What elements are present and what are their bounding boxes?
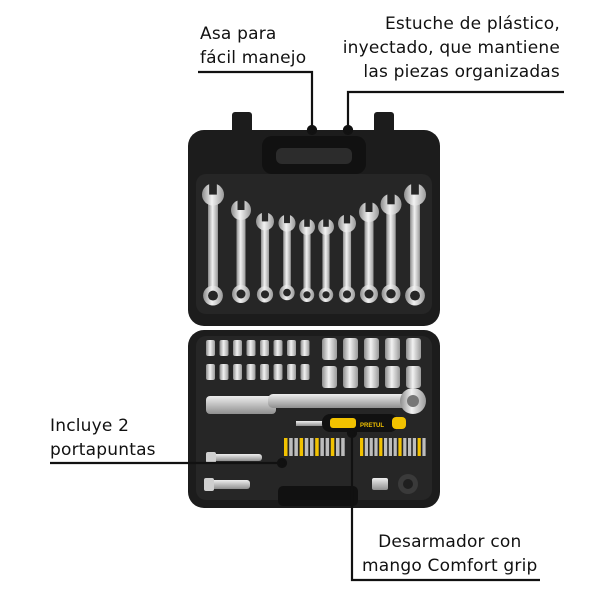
bit: [284, 438, 288, 456]
bit: [388, 438, 392, 456]
small-socket: [206, 364, 215, 380]
bit: [341, 438, 345, 456]
callout-handle-line2: fácil manejo: [200, 48, 307, 68]
wrench-4: [278, 212, 296, 301]
screwdriver: PRETUL: [296, 414, 406, 432]
small-socket: [219, 364, 229, 380]
small-socket: [206, 340, 215, 356]
bit-holders: [204, 452, 262, 491]
bit: [379, 438, 383, 456]
combination-wrenches: [202, 181, 426, 306]
wrench-9: [380, 191, 402, 304]
callout-case: Estuche de plástico, inyectado, que mant…: [343, 12, 560, 84]
bit: [412, 438, 416, 456]
leader-screwdriver: [350, 433, 540, 582]
callout-handle: Asa para fácil manejo: [200, 22, 306, 70]
small-socket: [219, 340, 229, 356]
ratchet-wrench: [206, 388, 426, 414]
callout-handle-line1: Asa para: [200, 24, 277, 44]
bit: [299, 438, 304, 456]
small-socket: [300, 364, 310, 380]
small-socket: [273, 340, 283, 356]
bit: [422, 438, 426, 456]
callout-screwdriver-line1: Desarmador con: [378, 532, 522, 552]
wrench-5: [299, 217, 315, 302]
large-sockets: [322, 338, 421, 388]
callout-bit-holders-line1: Incluye 2: [50, 416, 130, 436]
large-socket: [385, 366, 400, 388]
leader-lines: [50, 70, 564, 582]
screwdriver-brand-text: PRETUL: [360, 423, 384, 429]
small-socket: [233, 364, 242, 380]
large-socket: [322, 338, 337, 360]
bit: [364, 438, 368, 456]
small-socket: [246, 340, 256, 356]
large-socket: [385, 338, 400, 360]
wrench-6: [318, 217, 334, 302]
wrench-2: [231, 198, 251, 303]
small-socket: [260, 364, 269, 380]
callout-case-line2: inyectado, que mantiene: [342, 38, 560, 58]
bit: [294, 438, 298, 456]
small-socket: [300, 340, 310, 356]
callout-bit-holders-line2: portapuntas: [50, 440, 156, 460]
large-socket: [406, 366, 421, 388]
leader-case: [346, 90, 564, 130]
bit: [403, 438, 407, 456]
large-socket: [343, 338, 358, 360]
bit: [417, 438, 421, 456]
bit: [393, 438, 397, 456]
bit: [369, 438, 373, 456]
wrench-10: [404, 181, 426, 306]
callout-screwdriver: Desarmador con mango Comfort grip: [362, 530, 538, 578]
small-socket: [246, 364, 256, 380]
small-sockets: [206, 340, 310, 380]
bit: [408, 438, 412, 456]
large-socket: [364, 338, 379, 360]
large-socket: [322, 366, 337, 388]
bit: [374, 438, 378, 456]
callout-case-line3: las piezas organizadas: [363, 62, 560, 82]
bit: [320, 438, 324, 456]
small-socket: [287, 340, 296, 356]
callout-bit-holders: Incluye 2 portapuntas: [50, 414, 156, 462]
bit: [330, 438, 335, 456]
small-socket: [260, 340, 269, 356]
bit: [289, 438, 293, 456]
large-socket: [406, 338, 421, 360]
wrench-3: [256, 210, 274, 303]
small-socket: [287, 364, 296, 380]
bit: [310, 438, 314, 456]
wrench-1: [202, 181, 224, 306]
callout-case-line1: Estuche de plástico,: [384, 14, 560, 34]
bit: [315, 438, 319, 456]
large-socket: [364, 366, 379, 388]
screwdriver-bits: [284, 438, 426, 456]
small-socket: [273, 364, 283, 380]
bit: [384, 438, 388, 456]
wrench-7: [338, 212, 356, 303]
callout-screwdriver-line2: mango Comfort grip: [362, 556, 538, 576]
large-socket: [343, 366, 358, 388]
socket-adapter: [372, 474, 418, 494]
bit: [336, 438, 340, 456]
small-socket: [233, 340, 242, 356]
bit: [398, 438, 402, 456]
bit: [360, 438, 364, 456]
bit: [304, 438, 309, 456]
carry-handle: [262, 136, 366, 174]
bit: [325, 438, 330, 456]
leader-handle: [198, 70, 314, 130]
wrench-8: [359, 200, 379, 303]
